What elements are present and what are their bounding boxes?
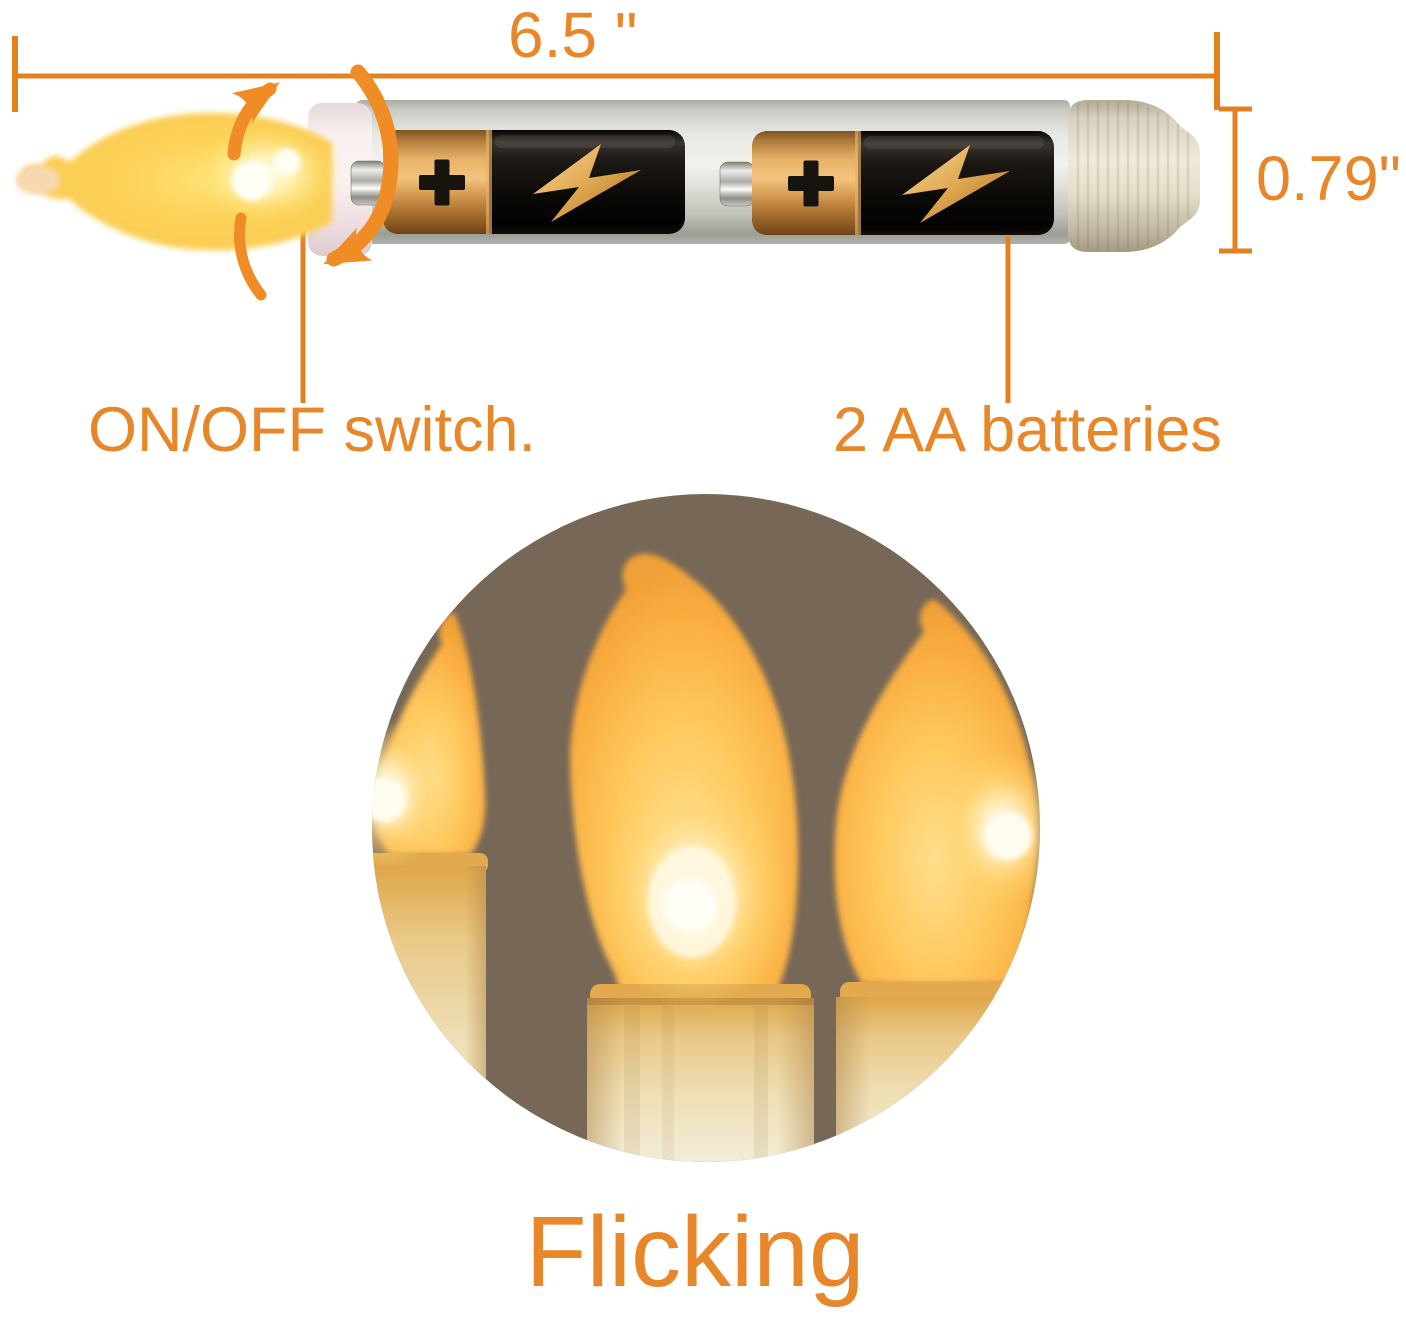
length-dimension-label: 6.5 " bbox=[508, 0, 638, 71]
flame-tip bbox=[16, 165, 60, 195]
end-cap-ribs bbox=[1076, 102, 1190, 250]
battery-2 bbox=[719, 130, 1055, 236]
length-dimension-line bbox=[12, 32, 1220, 112]
inset-candle-center bbox=[569, 553, 814, 1162]
battery-1 bbox=[350, 129, 686, 235]
flame-glow-spot bbox=[273, 148, 301, 176]
flame-glow-spot bbox=[232, 161, 272, 201]
inset-glow-spot bbox=[664, 880, 716, 932]
candle-end-cap bbox=[1068, 100, 1200, 252]
candle-diagram bbox=[12, 32, 1252, 403]
battery-annotation-label: 2 AA batteries bbox=[833, 395, 1222, 465]
candle-assembly bbox=[308, 100, 1200, 256]
flame-bulb bbox=[16, 112, 340, 251]
switch-annotation-label: ON/OFF switch. bbox=[88, 395, 537, 465]
diameter-dimension-label: 0.79" bbox=[1256, 144, 1401, 214]
rotate-arrow-icon bbox=[227, 64, 399, 301]
flicker-photo-inset bbox=[372, 494, 1040, 1162]
diameter-dimension-bracket bbox=[1219, 106, 1252, 254]
inset-caption: Flicking bbox=[525, 1196, 865, 1308]
inset-candle-left bbox=[372, 612, 488, 1162]
